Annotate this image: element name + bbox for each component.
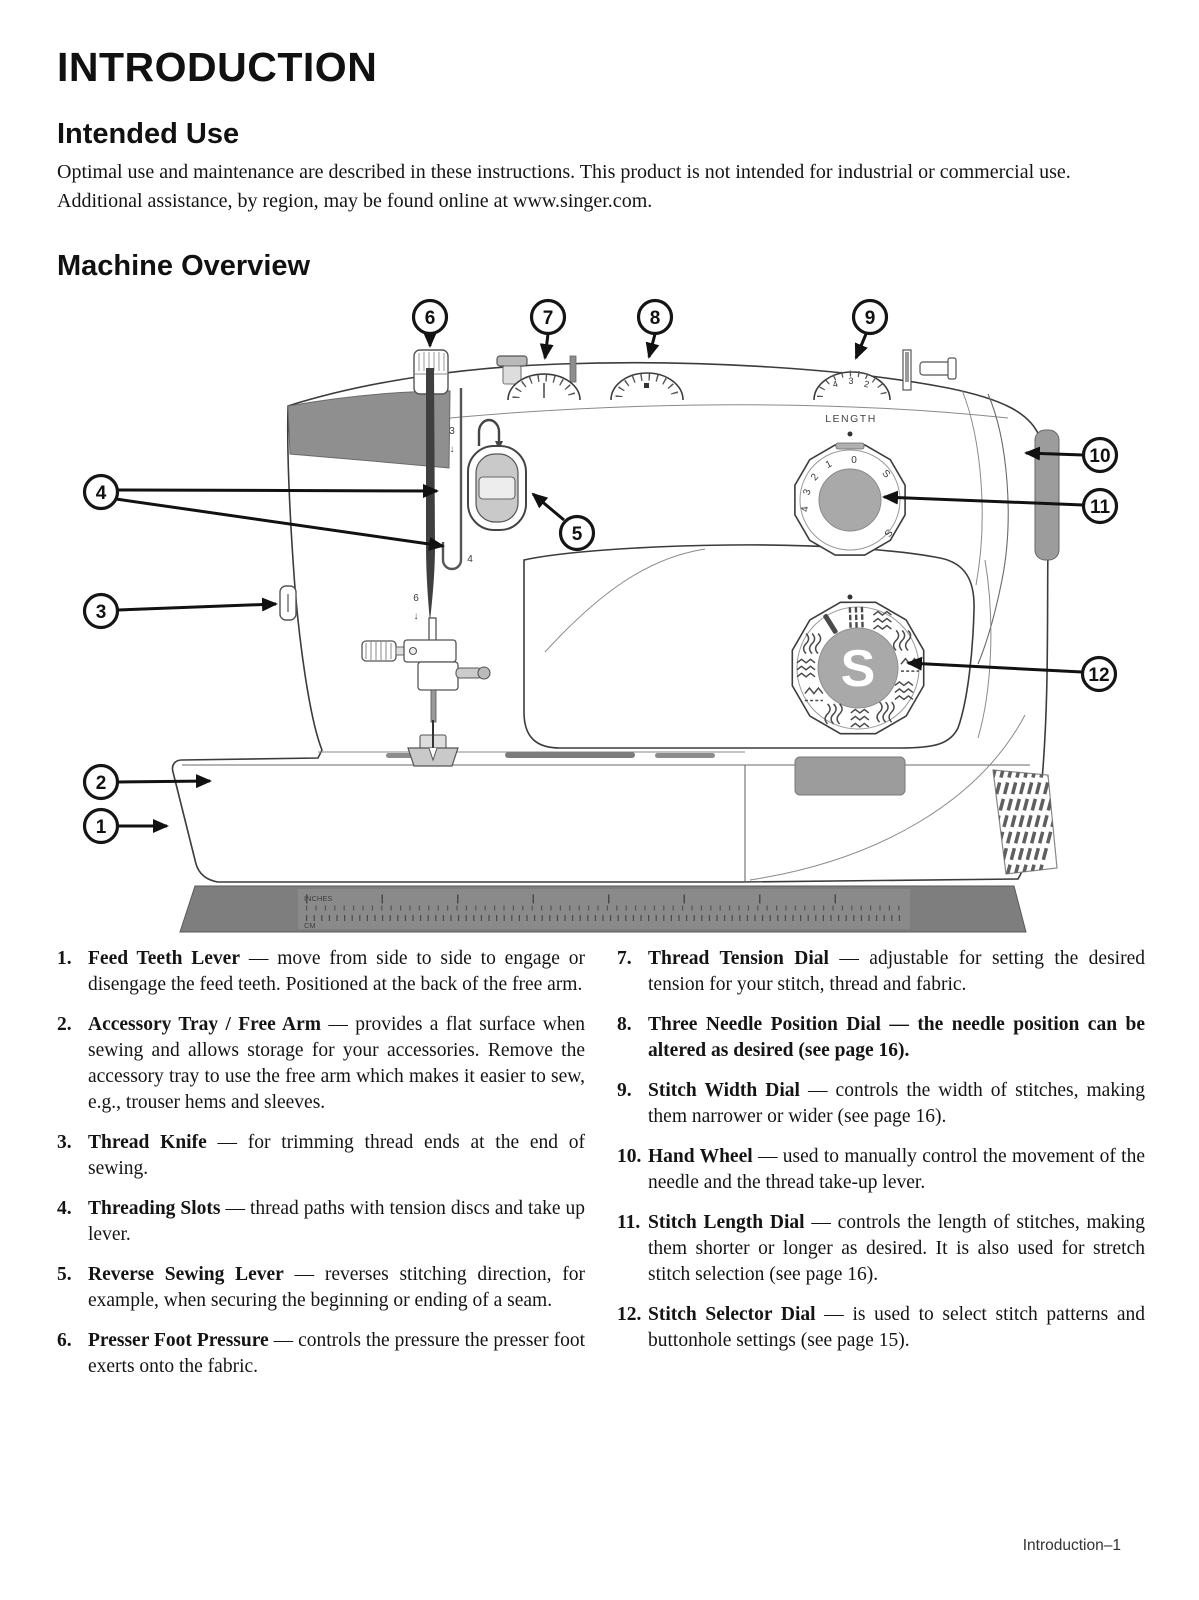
svg-text:1: 1 <box>824 458 834 471</box>
part-item-1: 1. Feed Teeth Lever — move from side to … <box>57 948 585 995</box>
svg-text:7: 7 <box>543 308 554 329</box>
callout-12: 12 <box>906 655 1118 693</box>
callout-9: 9 <box>851 298 889 360</box>
svg-text:6: 6 <box>425 308 436 329</box>
take-up-lever-slot <box>477 418 501 446</box>
needle-assembly <box>361 617 491 767</box>
svg-text:9: 9 <box>865 308 876 329</box>
part-item-10: 10. Hand Wheel — used to manually contro… <box>617 1146 1145 1193</box>
page-title: INTRODUCTION <box>57 44 378 90</box>
svg-text:11: 11 <box>1090 497 1111 518</box>
ruler-cm-label: CM <box>304 921 316 930</box>
svg-text:2: 2 <box>863 379 870 390</box>
svg-text:4: 4 <box>467 554 473 565</box>
parts-list: 1. Feed Teeth Lever — move from side to … <box>57 946 1145 1394</box>
part-item-4: 4. Threading Slots — thread paths with t… <box>57 1198 585 1245</box>
part-item-2: 2. Accessory Tray / Free Arm — provides … <box>57 1014 586 1113</box>
svg-text:4: 4 <box>800 506 811 512</box>
thread-guide-pins <box>902 349 957 391</box>
callout-1: 1 <box>82 807 169 845</box>
callout-2: 2 <box>82 763 212 801</box>
callout-7: 7 <box>529 298 567 360</box>
stitch-length-dial[interactable]: LENGTH 0 1 2 3 4 S S <box>794 413 906 556</box>
part-item-12: 12. Stitch Selector Dial — is used to se… <box>617 1304 1146 1351</box>
reverse-sewing-lever[interactable] <box>467 445 527 531</box>
part-item-11: 11. Stitch Length Dial — controls the le… <box>617 1212 1145 1285</box>
svg-text:4: 4 <box>96 483 107 504</box>
model-label-plate <box>794 756 906 796</box>
part-item-5: 5. Reverse Sewing Lever — reverses stitc… <box>57 1264 586 1311</box>
machine-overview-heading: Machine Overview <box>57 250 311 282</box>
svg-text:12: 12 <box>1088 665 1109 686</box>
intended-use-line-2: Additional assistance, by region, may be… <box>57 190 653 212</box>
svg-text:4: 4 <box>832 379 839 390</box>
part-item-8: 8. Three Needle Position Dial — the need… <box>617 1014 1145 1061</box>
intended-use-line-1: Optimal use and maintenance are describe… <box>57 161 1071 183</box>
seam-guide-ruler <box>298 889 910 929</box>
intended-use-body: Optimal use and maintenance are describe… <box>57 158 1132 216</box>
thread-tension-dial[interactable] <box>507 373 581 401</box>
svg-text:8: 8 <box>650 308 661 329</box>
svg-text:3: 3 <box>802 487 814 496</box>
svg-text:2: 2 <box>809 471 821 483</box>
svg-text:↓: ↓ <box>414 611 419 622</box>
ruler-inches-label: INCHES <box>304 894 332 903</box>
page-footer: Introduction–1 <box>1022 1537 1121 1554</box>
callout-8: 8 <box>636 298 674 359</box>
part-item-7: 7. Thread Tension Dial — adjustable for … <box>617 948 1145 995</box>
machine-diagram: INCHES CM <box>0 280 1199 945</box>
callout-11: 11 <box>882 487 1119 525</box>
base-plate: INCHES CM <box>179 885 1027 933</box>
intended-use-heading: Intended Use <box>57 118 240 150</box>
svg-text:10: 10 <box>1089 446 1110 467</box>
machine-body <box>171 361 1058 883</box>
parts-column-right: 7. Thread Tension Dial — adjustable for … <box>617 946 1145 1394</box>
needle-position-dial[interactable] <box>610 372 684 401</box>
part-item-6: 6. Presser Foot Pressure — controls the … <box>57 1330 585 1377</box>
hand-wheel[interactable] <box>1034 429 1060 561</box>
thread-knife[interactable] <box>279 585 297 621</box>
svg-text:↓: ↓ <box>450 444 455 455</box>
callout-10: 10 <box>1024 436 1119 474</box>
svg-text:3: 3 <box>848 376 853 386</box>
carry-handle-band <box>287 390 451 469</box>
svg-text:2: 2 <box>96 773 107 794</box>
callout-3: 3 <box>82 592 278 630</box>
bobbin-winder <box>496 355 577 385</box>
svg-text:5: 5 <box>572 524 583 545</box>
stitch-width-dial[interactable]: 4 3 2 <box>813 370 891 401</box>
callout-6: 6 <box>411 298 449 348</box>
svg-text:0: 0 <box>851 455 857 466</box>
callout-4: 4 <box>82 473 445 551</box>
svg-text:3: 3 <box>96 602 107 623</box>
svg-text:LENGTH: LENGTH <box>825 413 877 425</box>
parts-column-left: 1. Feed Teeth Lever — move from side to … <box>57 946 585 1394</box>
svg-text:1: 1 <box>96 817 107 838</box>
svg-text:6: 6 <box>413 593 419 604</box>
part-item-9: 9. Stitch Width Dial — controls the widt… <box>617 1080 1145 1127</box>
svg-text:3: 3 <box>449 426 455 437</box>
callout-5: 5 <box>531 492 596 552</box>
selector-s-letter: S <box>841 640 876 698</box>
part-item-3: 3. Thread Knife — for trimming thread en… <box>57 1132 585 1179</box>
